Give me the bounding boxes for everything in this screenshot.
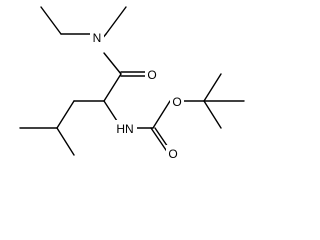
bond-branch-to-lower-methyl (56, 127, 75, 156)
carbamate-nitrogen-label-background (113, 120, 137, 137)
bond-alpha-to-carbamate-n (103, 100, 118, 122)
amine-nitrogen-label: N (93, 31, 102, 45)
bond-carbamate-carbonyl-double-1 (150, 127, 169, 154)
amine-nitrogen-label-background (90, 29, 104, 46)
bond-tert-carbon-to-upper-methyl (203, 73, 222, 102)
bond-methylene-to-branch (56, 100, 75, 129)
carbamate-nitrogen-label: HN (116, 122, 133, 136)
carbonyl-oxygen-label: O (168, 147, 177, 161)
bond-ethyl-upper-ch3-ch2 (40, 6, 62, 35)
bond-tert-carbon-to-lower-methyl (203, 100, 222, 129)
atom-labels: N O HN O O (90, 29, 184, 162)
ester-oxygen-label: O (172, 95, 181, 109)
amide-oxygen-label: O (147, 68, 156, 82)
bond-amide-n-carbonyl-carbon (103, 52, 122, 75)
bond-carbamate-carbonyl-to-ester-o (152, 100, 171, 129)
bond-ethyl-right-ch3-ch2 (105, 6, 127, 35)
molecule-structure-diagram: N O HN O O (19, 6, 245, 162)
amide-oxygen-label-background (145, 66, 159, 83)
carbonyl-oxygen-label-background (166, 145, 180, 162)
ester-oxygen-label-background (170, 93, 184, 110)
bond-group (19, 6, 245, 156)
bond-carbonyl-to-alpha-carbon (103, 73, 122, 102)
